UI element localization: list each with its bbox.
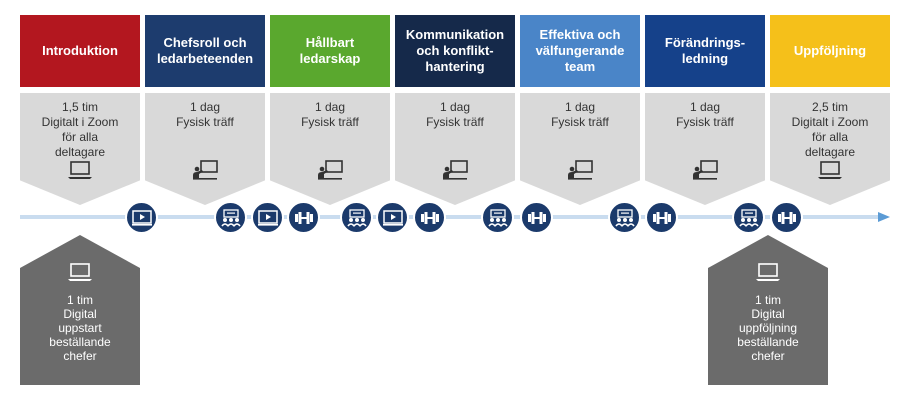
timeline-step — [770, 201, 803, 234]
timeline-step — [481, 201, 514, 234]
phase-title: Effektiva och välfungerande team — [520, 15, 640, 87]
phase-details: 1 dag Fysisk träff — [520, 93, 640, 205]
dumbbell-icon — [293, 209, 315, 227]
laptop-icon — [66, 261, 94, 283]
laptop-icon — [816, 159, 844, 181]
bottom-box-followup: 1 tim Digital uppföljning beställande ch… — [708, 235, 828, 385]
phase-title: Introduktion — [20, 15, 140, 87]
teacher-board-icon — [316, 159, 344, 181]
timeline-arrow — [20, 212, 890, 222]
phase-description: 1 dag Fysisk träff — [426, 100, 484, 129]
timeline-step — [251, 201, 284, 234]
video-icon — [131, 209, 153, 227]
phase-description: 1 dag Fysisk träff — [551, 100, 609, 129]
video-icon — [382, 209, 404, 227]
phase-details: 2,5 tim Digitalt i Zoom för alla deltaga… — [770, 93, 890, 205]
teacher-board-icon — [566, 159, 594, 181]
group-meeting-icon — [220, 209, 242, 227]
timeline-step — [125, 201, 158, 234]
timeline-step — [287, 201, 320, 234]
laptop-icon — [66, 159, 94, 181]
group-meeting-icon — [614, 209, 636, 227]
group-meeting-icon — [487, 209, 509, 227]
group-meeting-icon — [346, 209, 368, 227]
timeline-step — [214, 201, 247, 234]
timeline-step — [732, 201, 765, 234]
phase-column: Förändrings-ledning 1 dag Fysisk träff — [645, 15, 765, 205]
phase-title: Uppföljning — [770, 15, 890, 87]
phase-details: 1 dag Fysisk träff — [145, 93, 265, 205]
phase-title: Chefsroll och ledarbeteenden — [145, 15, 265, 87]
bottom-box-text: 1 tim Digital uppföljning beställande ch… — [737, 293, 799, 363]
timeline-step — [340, 201, 373, 234]
phase-details: 1 dag Fysisk träff — [270, 93, 390, 205]
phase-details: 1 dag Fysisk träff — [395, 93, 515, 205]
timeline-step — [645, 201, 678, 234]
video-icon — [257, 209, 279, 227]
bottom-box-text: 1 tim Digital uppstart beställande chefe… — [49, 293, 111, 363]
timeline-step — [376, 201, 409, 234]
phase-details: 1 dag Fysisk träff — [645, 93, 765, 205]
teacher-board-icon — [691, 159, 719, 181]
phase-details: 1,5 tim Digitalt i Zoom för alla deltaga… — [20, 93, 140, 205]
phase-description: 2,5 tim Digitalt i Zoom för alla deltaga… — [791, 100, 869, 159]
bottom-box-start: 1 tim Digital uppstart beställande chefe… — [20, 235, 140, 385]
phase-column: Effektiva och välfungerande team 1 dag Fy… — [520, 15, 640, 205]
dumbbell-icon — [776, 209, 798, 227]
phase-title: Förändrings-ledning — [645, 15, 765, 87]
group-meeting-icon — [738, 209, 760, 227]
dumbbell-icon — [419, 209, 441, 227]
teacher-board-icon — [191, 159, 219, 181]
phase-description: 1 dag Fysisk träff — [301, 100, 359, 129]
phase-column: Introduktion 1,5 tim Digitalt i Zoom för … — [20, 15, 140, 205]
phase-description: 1 dag Fysisk träff — [176, 100, 234, 129]
dumbbell-icon — [526, 209, 548, 227]
timeline-step — [520, 201, 553, 234]
timeline-step — [413, 201, 446, 234]
timeline-step — [608, 201, 641, 234]
phase-description: 1,5 tim Digitalt i Zoom för alla deltaga… — [41, 100, 119, 159]
phase-title: Kommunikation och konflikt-hantering — [395, 15, 515, 87]
phase-column: Hållbart ledarskap 1 dag Fysisk träff — [270, 15, 390, 205]
phase-column: Kommunikation och konflikt-hantering 1 da… — [395, 15, 515, 205]
phase-column: Chefsroll och ledarbeteenden 1 dag Fysisk… — [145, 15, 265, 205]
phase-title: Hållbart ledarskap — [270, 15, 390, 87]
phase-column: Uppföljning 2,5 tim Digitalt i Zoom för a… — [770, 15, 890, 205]
teacher-board-icon — [441, 159, 469, 181]
phase-description: 1 dag Fysisk träff — [676, 100, 734, 129]
laptop-icon — [754, 261, 782, 283]
dumbbell-icon — [651, 209, 673, 227]
